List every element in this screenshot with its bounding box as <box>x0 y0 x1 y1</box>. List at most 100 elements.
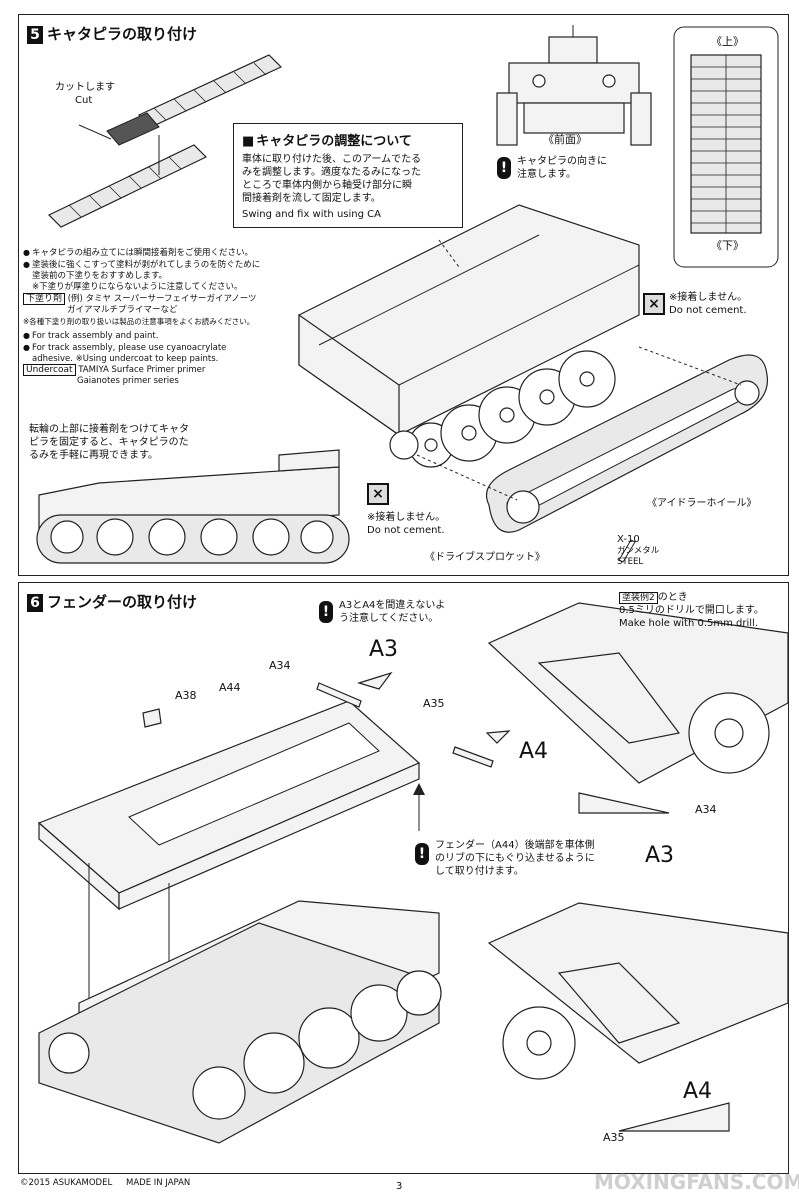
page-number: 3 <box>396 1181 403 1192</box>
no-cement-icon: × <box>643 293 665 315</box>
paint-name-en: STEEL <box>617 557 644 567</box>
undercoat-line-2: Gaianotes primer series <box>77 376 179 386</box>
sag-line-3: るみを手軽に再現できます。 <box>29 450 158 461</box>
fender-line-3: して取り付けます。 <box>435 866 524 877</box>
drill-en: Make hole with 0.5mm drill. <box>619 618 759 629</box>
undercoat-label: Undercoat <box>23 364 76 376</box>
note-jp-1: キャタピラの組み立てには瞬間接着剤をご使用ください。 <box>31 248 253 258</box>
adjust-line-4: 間接着剤を流して固定します。 <box>242 193 381 204</box>
no-cement-en-1: Do not cement. <box>669 305 747 316</box>
track-plan-view <box>673 26 779 268</box>
part-a3-label: A3 <box>369 637 399 662</box>
bottom-view-label: 《下》 <box>711 239 744 252</box>
road-wheels <box>389 350 616 468</box>
footer-made-in: MADE IN JAPAN <box>126 1178 191 1188</box>
primer-line-1: (例) タミヤ スーパーサーフェイサーガイアノーツ <box>67 294 257 304</box>
part-a35-shape <box>452 746 494 768</box>
detail-bottom-right <box>487 902 788 1080</box>
adjust-line-2: みを調整します。適度なたるみになった <box>242 167 421 178</box>
part-a34-label: A34 <box>269 659 291 672</box>
step5-number: 5 <box>27 26 43 44</box>
assembly-notes: ●キャタピラの組み立てには瞬間接着剤をご使用ください。 ●塗装後に強くこすって塗… <box>23 247 293 387</box>
idler-label: 《アイドラーホイール》 <box>647 498 757 509</box>
adjust-line-1: 車体に取り付けた後、このアームでたる <box>242 154 422 165</box>
drill-jp: 0.5ミリのドリルで開口します。 <box>619 605 764 616</box>
step5-illustration <box>36 25 779 564</box>
part-a38-shape <box>142 708 162 728</box>
part-a34-shape <box>316 682 362 708</box>
part-a44-label: A44 <box>219 681 241 694</box>
bullet-icon: ● <box>23 331 30 340</box>
detail-a3-label: A3 <box>645 843 675 868</box>
step6-hull <box>38 900 442 1144</box>
warn-a3a4-1: A3とA4を間違えないよ <box>339 600 446 611</box>
bullet-icon: ● <box>23 343 30 352</box>
main-hull <box>298 204 640 437</box>
track-loop <box>485 354 769 533</box>
note-jp-2: 塗装後に強くこすって塗料が剥がれてしまうのを防ぐために <box>31 260 261 270</box>
part-a4-label: A4 <box>519 739 549 764</box>
step5-title: キャタピラの取り付け <box>47 25 198 43</box>
bullet-icon: ● <box>23 260 30 269</box>
footer-copyright: ©2015 ASUKAMODEL <box>20 1178 113 1188</box>
adjust-title: キャタピラの調整について <box>242 130 454 149</box>
exclamation-icon: ! <box>415 843 429 865</box>
direction-warn-1: キャタピラの向きに <box>517 156 607 167</box>
exclamation-icon: ! <box>319 601 333 623</box>
note-en-3: adhesive. ※Using undercoat to keep paint… <box>32 354 219 364</box>
wedge-a4 <box>618 1102 730 1132</box>
step6-illustration <box>37 602 788 1144</box>
fender-line-2: のリブの下にもぐり込ませるように <box>435 853 595 864</box>
detail-a35-label: A35 <box>603 1131 625 1144</box>
paint-example-label: 塗装例2 <box>619 592 658 604</box>
detail-a34-label: A34 <box>695 803 717 816</box>
top-view-label: 《上》 <box>711 35 744 48</box>
no-cement-icon: × <box>367 483 389 505</box>
part-a4-shape <box>485 730 511 744</box>
paint-code: X-10 <box>617 534 640 545</box>
bullet-icon: ● <box>23 248 30 257</box>
sprocket-label: 《ドライブスプロケット》 <box>425 552 545 563</box>
direction-warn-2: 注意します。 <box>517 169 576 180</box>
fender-a44 <box>37 700 421 911</box>
cut-label-en: Cut <box>75 95 93 106</box>
paint-callout: X-10 ガンメタル STEEL <box>617 533 659 568</box>
warn-a3a4-2: う注意してください。 <box>339 613 439 624</box>
part-a3-shape <box>356 671 393 690</box>
primer-note: ※各種下塗り剤の取り扱いは製品の注意事項をよくお読みください。 <box>23 317 255 326</box>
track-link-runs <box>47 54 283 228</box>
front-view-tank <box>496 25 652 146</box>
paint-name-jp: ガンメタル <box>617 546 660 556</box>
adjust-line-3: ところで車体内側から軸受け部分に瞬 <box>242 180 412 191</box>
paint-example-suffix: のとき <box>657 592 688 603</box>
no-cement-jp-2: ※接着しません。 <box>367 512 446 523</box>
no-cement-en-2: Do not cement. <box>367 525 445 536</box>
track-adjust-callout: キャタピラの調整について 車体に取り付けた後、このアームでたる みを調整します。… <box>233 123 463 228</box>
step6-title: フェンダーの取り付け <box>47 593 198 611</box>
part-a38-label: A38 <box>175 689 197 702</box>
part-a35-label: A35 <box>423 697 445 710</box>
fender-line-1: フェンダー（A44）後端部を車体側 <box>435 840 595 851</box>
sag-line-1: 転輪の上部に接着剤をつけてキャタ <box>29 424 189 435</box>
note-jp-3: 塗装前の下塗りをおすすめします。 <box>32 271 168 281</box>
primer-line-2: ガイアマルチプライマーなど <box>67 305 178 315</box>
adjust-en: Swing and fix with using CA <box>242 209 381 220</box>
wedge-a3 <box>578 792 670 814</box>
sag-line-2: ピラを固定すると、キャタピラのた <box>29 437 189 448</box>
note-en-1: For track assembly and paint. <box>31 331 159 341</box>
undercoat-line-1: TAMIYA Surface Primer primer <box>78 365 206 375</box>
no-cement-jp-1: ※接着しません。 <box>669 292 748 303</box>
side-view-tank <box>36 449 350 564</box>
watermark: MOXINGFANS.COM <box>594 1170 799 1194</box>
sag-tip: 転輪の上部に接着剤をつけてキャタ ピラを固定すると、キャタピラのた るみを手軽に… <box>29 423 189 462</box>
detail-a4-label: A4 <box>683 1079 713 1104</box>
front-view-label: 《前面》 <box>543 133 587 146</box>
note-en-2: For track assembly, please use cyanoacry… <box>31 343 227 353</box>
detail-top-right <box>487 602 788 784</box>
step6-number: 6 <box>27 594 43 612</box>
cut-label-jp: カットします <box>55 82 115 93</box>
